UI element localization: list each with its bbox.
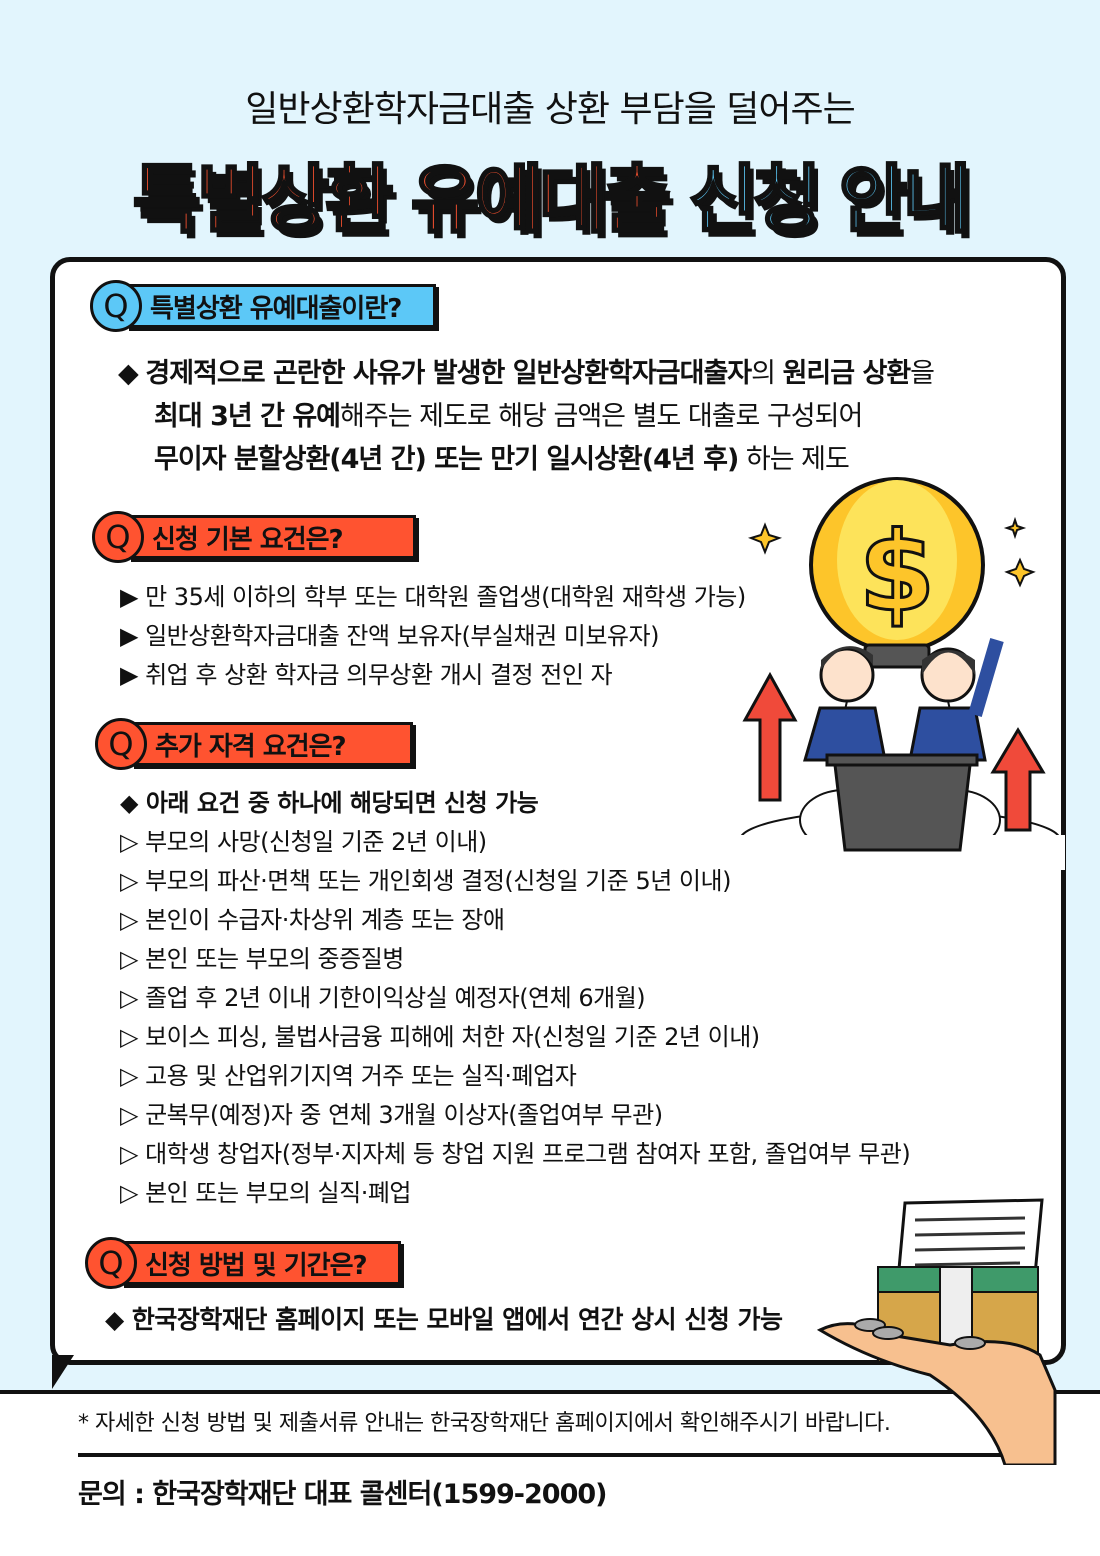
money-hand-illustration xyxy=(816,1198,1057,1465)
additional-requirements-list: ◆ 아래 요건 중 하나에 해당되면 신청 가능 ▷ 부모의 사망(신청일 기준… xyxy=(120,784,911,1213)
list-item: ▷ 고용 및 산업위기지역 거주 또는 실직·폐업자 xyxy=(120,1062,577,1090)
list-item: ▷ 본인 또는 부모의 중증질병 xyxy=(120,945,404,973)
arrow-up-icon xyxy=(990,727,1046,832)
section-heading-how-to-apply: Q 신청 방법 및 기간은? xyxy=(85,1237,401,1289)
section-heading-definition: Q 특별상환 유예대출이란? xyxy=(90,280,436,332)
subtitle: 일반상환학자금대출 상환 부담을 덜어주는 xyxy=(245,89,856,130)
list-item: ▶ 취업 후 상환 학자금 의무상환 개시 결정 전인 자 xyxy=(120,661,613,689)
person-icon xyxy=(803,646,887,762)
q-badge: Q xyxy=(90,280,142,332)
text-bold: 경제적으로 곤란한 사유가 발생한 일반상환학자금대출자 xyxy=(145,358,752,389)
title-highlight-blue: 신청 안내 xyxy=(688,156,973,245)
text-bold: 무이자 분할상환(4년 간) 또는 만기 일시상환(4년 후) xyxy=(154,444,739,475)
text-bold: 최대 3년 간 유예 xyxy=(154,401,341,432)
speech-bubble-tail xyxy=(52,1355,74,1389)
arrow-up-icon xyxy=(742,671,798,802)
section-heading-additional-requirements: Q 추가 자격 요건은? xyxy=(95,718,413,770)
hand-icon xyxy=(816,1322,1057,1465)
sparkle-icon xyxy=(747,516,1036,588)
coin-icon xyxy=(854,1318,986,1350)
how-to-apply-text: ◆ 한국장학재단 홈페이지 또는 모바일 앱에서 연간 상시 신청 가능 xyxy=(105,1305,783,1334)
list-lead: ◆ 아래 요건 중 하나에 해당되면 신청 가능 xyxy=(120,789,539,817)
list-item: ▷ 군복무(예정)자 중 연체 3개월 이상자(졸업여부 무관) xyxy=(120,1101,663,1129)
footer-note: * 자세한 신청 방법 및 제출서류 안내는 한국장학재단 홈페이지에서 확인해… xyxy=(78,1411,891,1436)
list-item: ▷ 부모의 사망(신청일 기준 2년 이내) xyxy=(120,828,487,856)
text: 을 xyxy=(910,358,935,389)
q-badge: Q xyxy=(85,1237,137,1289)
section-heading-label: 신청 방법 및 기간은? xyxy=(121,1241,401,1285)
list-item: ▶ 만 35세 이하의 학부 또는 대학원 졸업생(대학원 재학생 가능) xyxy=(120,583,746,611)
title-highlight-orange: 특별상환 유예대출 xyxy=(131,156,672,245)
list-item: ▷ 대학생 창업자(정부·지자체 등 창업 지원 프로그램 참여자 포함, 졸업… xyxy=(120,1140,911,1168)
dollar-icon: $ xyxy=(859,508,936,636)
section-heading-label: 특별상환 유예대출이란? xyxy=(126,284,436,328)
diamond-bullet: ◆ xyxy=(118,358,139,389)
list-item: ▷ 본인 또는 부모의 실직·폐업 xyxy=(120,1179,411,1207)
text: 의 xyxy=(751,358,783,389)
section-heading-label: 신청 기본 요건은? xyxy=(128,515,416,559)
text: 하는 제도 xyxy=(738,444,850,475)
list-item: ▷ 본인이 수급자·차상위 계층 또는 장애 xyxy=(120,906,505,934)
divider xyxy=(78,1453,1008,1457)
lightbulb-balloon-illustration: $ xyxy=(735,477,1065,870)
page-title: 특별상환 유예대출 신청 안내 xyxy=(0,140,1100,247)
basket-icon xyxy=(825,753,979,852)
list-item: ▶ 일반상환학자금대출 잔액 보유자(부실채권 미보유자) xyxy=(120,622,659,650)
list-item: ▷ 부모의 파산·면책 또는 개인회생 결정(신청일 기준 5년 이내) xyxy=(120,867,731,895)
money-stack-icon xyxy=(877,1266,1039,1363)
text-bold: 원리금 상환 xyxy=(782,358,912,389)
q-badge: Q xyxy=(92,511,144,563)
section-heading-basic-requirements: Q 신청 기본 요건은? xyxy=(92,511,416,563)
section-heading-label: 추가 자격 요건은? xyxy=(131,722,413,766)
q-badge: Q xyxy=(95,718,147,770)
person-icon xyxy=(908,638,1004,762)
text: 해주는 제도로 해당 금액은 별도 대출로 구성되어 xyxy=(340,401,863,432)
definition-text: ◆ 경제적으로 곤란한 사유가 발생한 일반상환학자금대출자의 원리금 상환을 … xyxy=(118,352,1018,481)
footer-band xyxy=(0,1390,1100,1556)
list-item: ▷ 졸업 후 2년 이내 기한이익상실 예정자(연체 6개월) xyxy=(120,984,646,1012)
contact-info: 문의 : 한국장학재단 대표 콜센터(1599-2000) xyxy=(78,1479,607,1510)
list-item: ▷ 보이스 피싱, 불법사금융 피해에 처한 자(신청일 기준 2년 이내) xyxy=(120,1023,760,1051)
basic-requirements-list: ▶ 만 35세 이하의 학부 또는 대학원 졸업생(대학원 재학생 가능) ▶ … xyxy=(120,578,746,695)
lightbulb-icon: $ xyxy=(809,477,985,756)
